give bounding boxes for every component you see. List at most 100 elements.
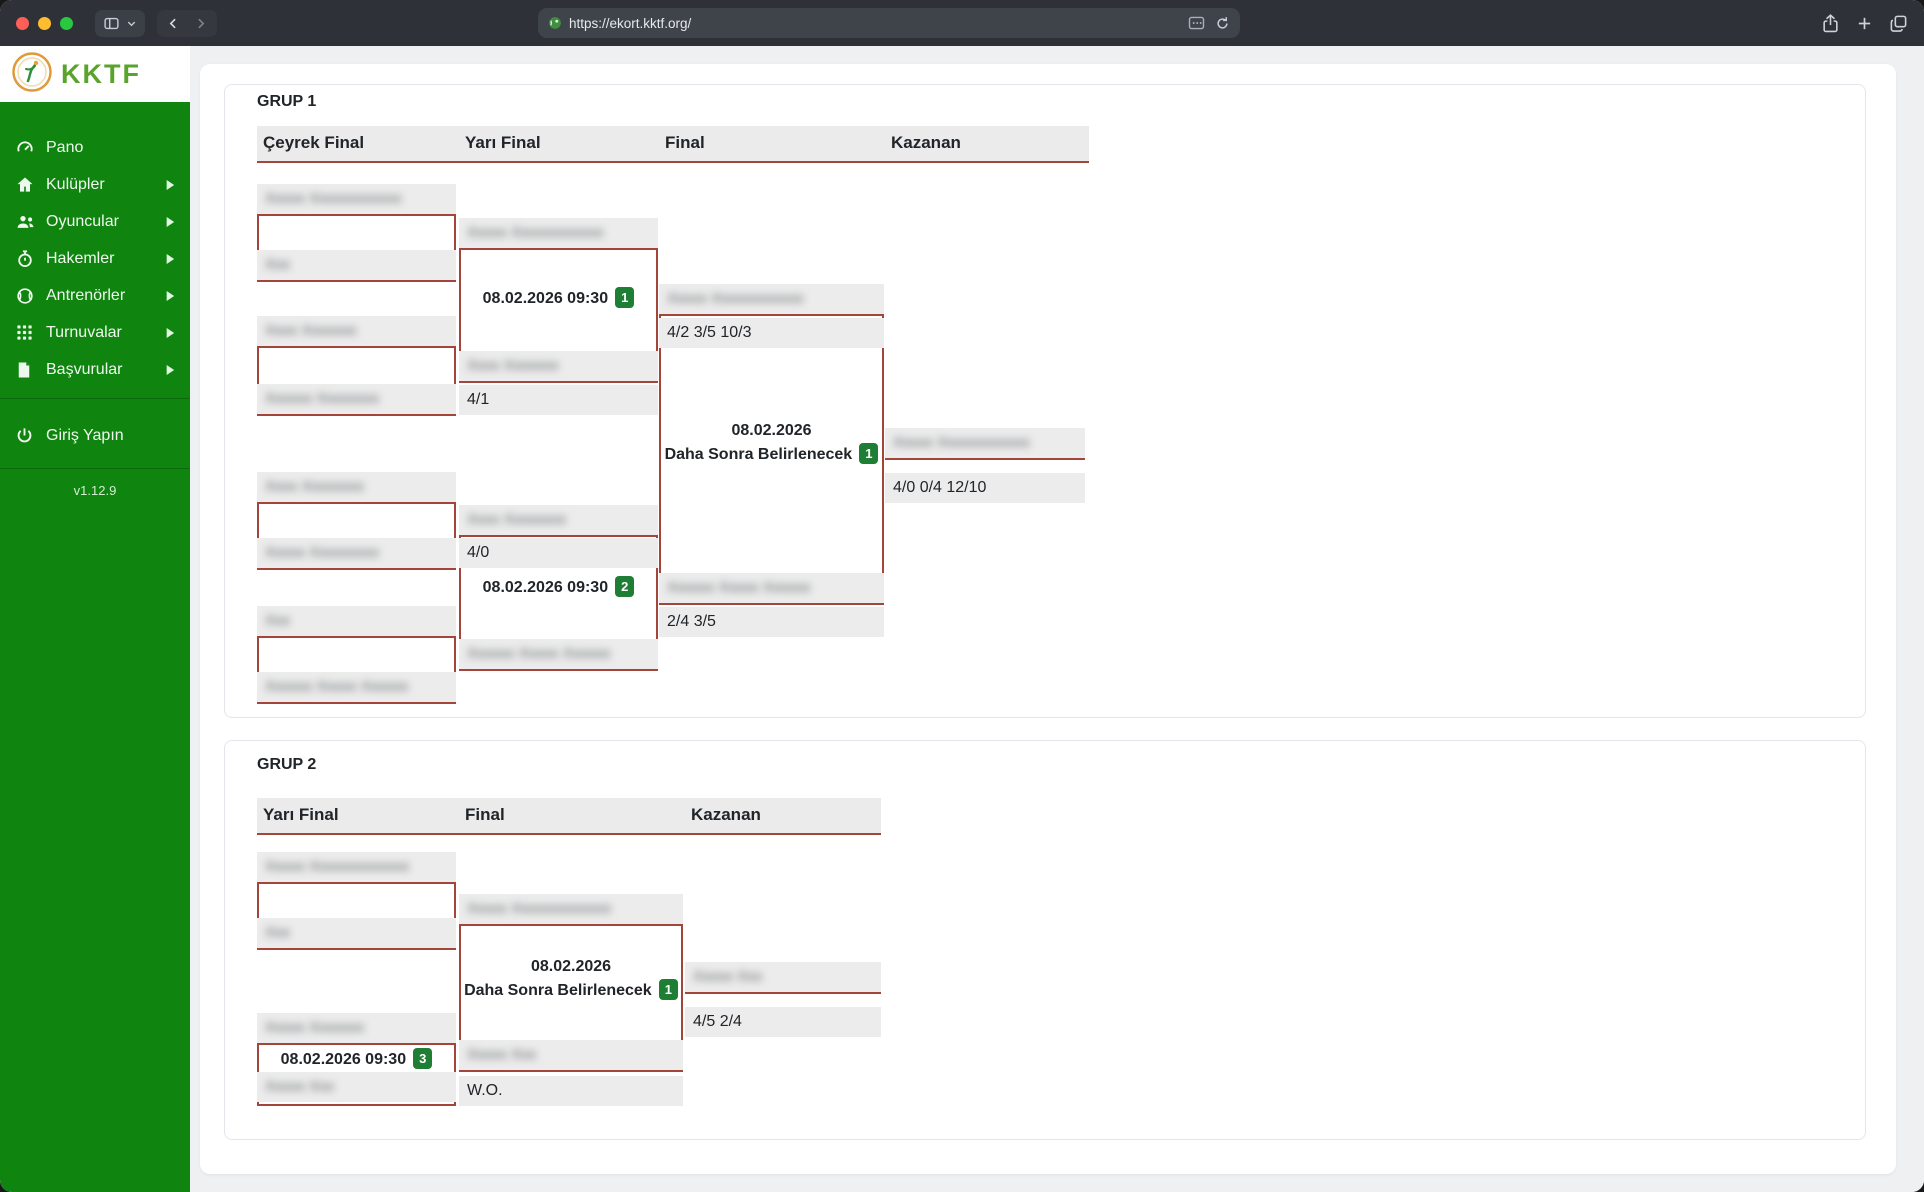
chrome-right-buttons bbox=[1821, 0, 1908, 46]
player-name-text: Xxxxxx Xxxxx Xxxxxx bbox=[667, 579, 811, 596]
round-header-kazanan: Kazanan bbox=[891, 133, 961, 152]
nav-buttons bbox=[157, 9, 217, 37]
sidebar-item-oyuncular[interactable]: Oyuncular bbox=[0, 203, 190, 240]
address-bar[interactable]: https://ekort.kktf.org/ bbox=[538, 8, 1240, 38]
player-name-redacted[interactable]: Xxxxx Xxx bbox=[459, 1040, 683, 1070]
bracket-connector bbox=[257, 636, 456, 704]
close-button[interactable] bbox=[16, 16, 29, 30]
app-logo[interactable]: KKTF bbox=[0, 46, 190, 102]
player-name-text: Xxxxx Xxx bbox=[265, 1078, 335, 1095]
match-schedule: 08.02.2026 09:30 1 bbox=[459, 286, 658, 312]
match-score: W.O. bbox=[459, 1076, 683, 1106]
player-name-text: Xxxxx Xxxxxxxxxxxx bbox=[667, 290, 804, 307]
player-name-redacted[interactable]: Xxxxx Xxxxxxxxxxxx bbox=[459, 218, 658, 248]
player-name-text: Xxx bbox=[265, 256, 291, 273]
sidebar-item-ba-vurular[interactable]: Başvurular bbox=[0, 351, 190, 388]
back-button[interactable] bbox=[167, 16, 180, 31]
gauge-icon bbox=[15, 138, 46, 158]
player-name-redacted[interactable]: Xxxxx Xxxxxxxxxxxx bbox=[257, 184, 456, 214]
player-name-redacted[interactable]: Xxxxx Xxx bbox=[685, 962, 881, 994]
sidebar-item-login[interactable]: Giriş Yapın bbox=[0, 417, 190, 454]
sidebar-item-kul-pler[interactable]: Kulüpler bbox=[0, 166, 190, 203]
player-name-redacted[interactable]: Xxx bbox=[257, 918, 456, 948]
player-name-redacted[interactable]: Xxx bbox=[257, 250, 456, 280]
chevron-right-icon bbox=[165, 290, 175, 302]
player-name-text: Xxxx Xxxxxxx bbox=[265, 322, 357, 339]
player-name-redacted[interactable]: Xxxxx Xxxxxxxxx bbox=[257, 538, 456, 568]
player-name-redacted[interactable]: Xxxxx Xxxxxxx bbox=[257, 1013, 456, 1043]
sidebar-item-pano[interactable]: Pano bbox=[0, 129, 190, 166]
player-name-redacted[interactable]: Xxxxx Xxxxxxxxxxxx bbox=[885, 428, 1085, 460]
match-number-badge: 2 bbox=[615, 576, 635, 597]
player-name-text: Xxxxx Xxxxxxxxx bbox=[265, 544, 380, 561]
bracket-connector bbox=[459, 924, 683, 1072]
url-text: https://ekort.kktf.org/ bbox=[569, 15, 692, 31]
minimize-button[interactable] bbox=[38, 16, 51, 30]
stopwatch-icon bbox=[15, 249, 46, 269]
bracket-connector bbox=[459, 535, 658, 671]
sidebar-item-turnuvalar[interactable]: Turnuvalar bbox=[0, 314, 190, 351]
player-name-redacted[interactable]: Xxxx Xxxxxxxx bbox=[459, 505, 658, 535]
sidebar-item-label: Oyuncular bbox=[46, 212, 119, 230]
match-datetime-text: 08.02.2026 09:30 bbox=[482, 579, 609, 596]
browser-chrome: https://ekort.kktf.org/ bbox=[0, 0, 1924, 46]
match-datetime-text: 08.02.2026 09:30 bbox=[482, 290, 609, 307]
match-score: 4/1 bbox=[459, 385, 658, 415]
sidebar-item-label: Hakemler bbox=[46, 249, 115, 267]
new-tab-icon[interactable] bbox=[1856, 15, 1873, 32]
power-icon bbox=[15, 426, 46, 445]
match-number-badge: 1 bbox=[859, 443, 879, 464]
player-name-redacted[interactable]: Xxxxxx Xxxxx Xxxxxx bbox=[257, 672, 456, 702]
round-header--eyrek-final: Çeyrek Final bbox=[263, 133, 365, 152]
sidebar-item-hakemler[interactable]: Hakemler bbox=[0, 240, 190, 277]
sidebar-item-label: Pano bbox=[46, 138, 84, 156]
player-name-text: Xxxxx Xxxxxxxxxxxxx bbox=[265, 858, 410, 875]
match-schedule: 08.02.2026 09:30 2 bbox=[459, 575, 658, 601]
player-name-redacted[interactable]: Xxxxx Xxxxxxxxxxxx bbox=[659, 284, 884, 314]
bracket-connector bbox=[257, 502, 456, 570]
player-name-redacted[interactable]: Xxxxx Xxxxxxxxxxxxx bbox=[257, 852, 456, 882]
player-name-redacted[interactable]: Xxxx Xxxxxxx bbox=[459, 351, 658, 381]
chevron-right-icon bbox=[165, 179, 175, 191]
player-name-redacted[interactable]: Xxxxx Xxx bbox=[257, 1072, 456, 1102]
reload-icon[interactable] bbox=[1215, 16, 1230, 31]
page-settings-icon[interactable] bbox=[1188, 16, 1205, 30]
player-name-redacted[interactable]: Xxxxxx Xxxxx Xxxxxx bbox=[459, 639, 658, 669]
match-score: 4/0 0/4 12/10 bbox=[885, 473, 1085, 503]
sidebar-item-label: Başvurular bbox=[46, 360, 123, 378]
match-score: 4/5 2/4 bbox=[685, 1007, 881, 1037]
player-name-redacted[interactable]: Xxxx Xxxxxxxx bbox=[257, 472, 456, 502]
player-name-redacted[interactable]: Xxx bbox=[257, 606, 456, 636]
match-number-badge: 1 bbox=[615, 287, 635, 308]
tennis-ball-icon bbox=[15, 286, 46, 306]
tab-overview-icon[interactable] bbox=[1889, 14, 1908, 33]
player-name-text: Xxxxxx Xxxxxxxx bbox=[265, 390, 380, 407]
chevron-right-icon bbox=[165, 364, 175, 376]
match-datetime-text: 08.02.2026 09:30 bbox=[280, 1051, 407, 1068]
zoom-button[interactable] bbox=[60, 16, 73, 30]
bracket-connector bbox=[257, 882, 456, 950]
share-icon[interactable] bbox=[1821, 13, 1840, 34]
traffic-lights bbox=[16, 16, 73, 30]
forward-button[interactable] bbox=[194, 16, 207, 31]
round-header-kazanan: Kazanan bbox=[691, 805, 761, 824]
player-name-redacted[interactable]: Xxxxx Xxxxxxxxxxxxx bbox=[459, 894, 683, 924]
sidebar-item-antren-rler[interactable]: Antrenörler bbox=[0, 277, 190, 314]
sidebar-divider bbox=[0, 468, 190, 469]
sidebar-toggle-button[interactable] bbox=[95, 9, 145, 37]
player-name-text: Xxxxxx Xxxxx Xxxxxx bbox=[265, 678, 409, 695]
player-name-redacted[interactable]: Xxxxxx Xxxxx Xxxxxx bbox=[659, 573, 884, 603]
site-favicon bbox=[548, 16, 562, 30]
player-name-redacted[interactable]: Xxxx Xxxxxxx bbox=[257, 316, 456, 346]
player-name-redacted[interactable]: Xxxxxx Xxxxxxxx bbox=[257, 384, 456, 414]
player-name-text: Xxx bbox=[265, 612, 291, 629]
chevron-right-icon bbox=[165, 253, 175, 265]
home-icon bbox=[15, 175, 46, 195]
bracket-connector bbox=[257, 346, 456, 416]
